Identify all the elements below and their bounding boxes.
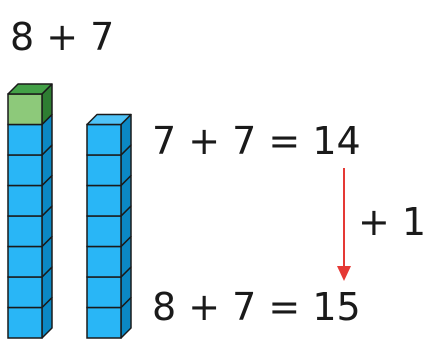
cube — [7, 296, 53, 339]
cube — [86, 266, 132, 309]
cube — [86, 113, 132, 156]
cube — [7, 235, 53, 278]
expression-title: 8 + 7 — [10, 15, 115, 59]
cube — [86, 174, 132, 217]
cube — [7, 83, 53, 126]
cube-tower-left — [7, 83, 53, 339]
cube — [7, 174, 53, 217]
down-arrow — [337, 168, 351, 281]
cube — [7, 144, 53, 187]
cube — [86, 205, 132, 248]
cube-top-face — [86, 113, 132, 126]
cube-top-face — [7, 83, 53, 95]
cube-tower-right — [86, 113, 132, 339]
equation-doubles: 7 + 7 = 14 — [152, 119, 361, 163]
equation-result: 8 + 7 = 15 — [152, 285, 361, 329]
cube — [86, 235, 132, 278]
plus-one-label: + 1 — [358, 200, 427, 244]
